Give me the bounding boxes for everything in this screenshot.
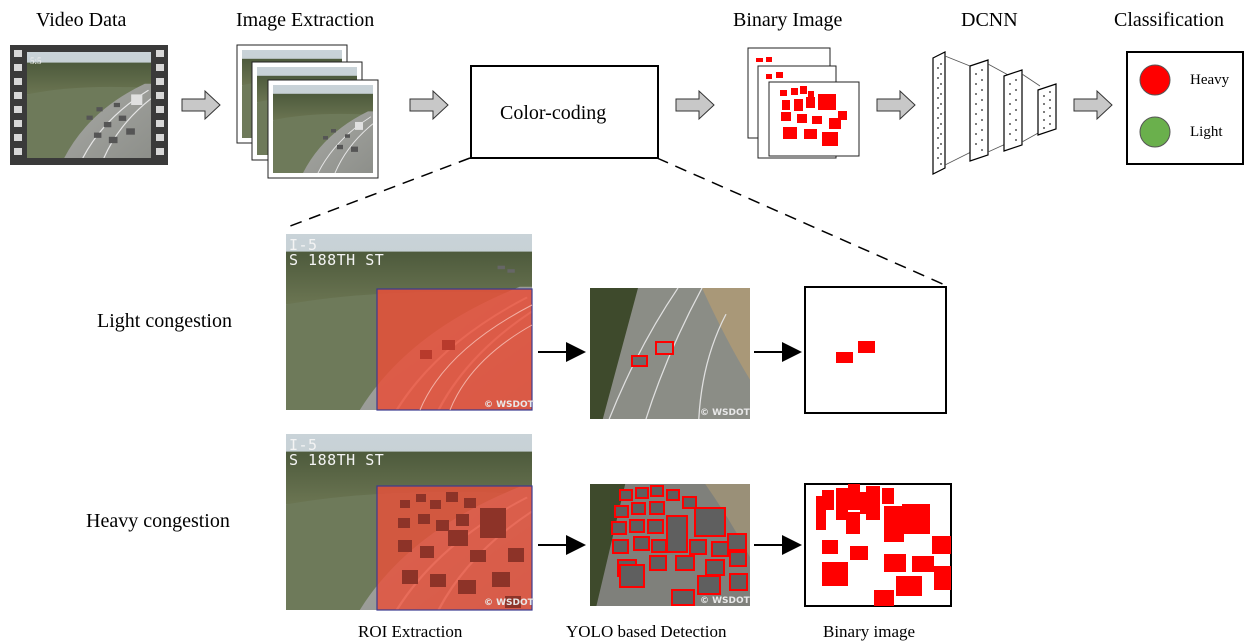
yolo-detection-label: YOLO based Detection	[566, 622, 727, 641]
extracted-image-stack	[236, 44, 379, 179]
wsdot-watermark: © WSDOT	[484, 598, 534, 608]
camera-overlay-line1: I-5	[289, 436, 318, 454]
block-arrow-2	[409, 89, 449, 121]
video-frame-image	[27, 52, 151, 158]
wsdot-watermark: © WSDOT	[484, 400, 534, 410]
binary-image-stage-label: Binary image	[823, 622, 916, 641]
color-coding-label: Color-coding	[500, 102, 607, 124]
roi-extraction-label: ROI Extraction	[358, 622, 463, 641]
wsdot-watermark: © WSDOT	[700, 408, 750, 418]
block-arrow-3	[675, 89, 715, 121]
color-coding-box	[470, 65, 659, 159]
dcnn-neuron-dots	[937, 63, 1051, 165]
film-sprocket-holes	[14, 50, 164, 155]
heavy-indicator-circle	[1139, 64, 1171, 96]
classification-label: Classification	[1114, 9, 1224, 31]
heavy-binary-image	[804, 483, 952, 607]
camera-overlay-line2: S 188TH ST	[289, 251, 385, 269]
heavy-congestion-label: Heavy congestion	[86, 510, 230, 532]
detection-boxes	[611, 485, 748, 606]
detection-box	[631, 355, 648, 367]
classification-panel	[1126, 51, 1244, 165]
camera-overlay-line2: S 188TH ST	[289, 451, 385, 469]
binary-blobs	[816, 484, 951, 606]
heavy-class-label: Heavy	[1190, 72, 1230, 88]
light-roi-image	[286, 234, 533, 411]
wsdot-watermark: © WSDOT	[700, 596, 750, 606]
heavy-yolo-image	[590, 484, 750, 606]
zoom-line-left	[284, 157, 471, 229]
video-data-label: Video Data	[36, 9, 127, 31]
detection-box	[655, 341, 674, 355]
video-frame-text: 5:5	[30, 56, 42, 66]
extracted-frame-image	[273, 85, 373, 173]
zoom-line-right	[656, 157, 946, 286]
light-binary-image	[804, 286, 947, 414]
light-congestion-label: Light congestion	[97, 310, 232, 332]
heavy-roi-image	[286, 434, 533, 611]
light-yolo-image	[590, 288, 750, 419]
roi-vehicles	[398, 492, 524, 608]
binary-image-blobs	[780, 86, 847, 146]
binary-image-label: Binary Image	[733, 9, 843, 31]
binary-image-stack	[747, 47, 860, 159]
video-film-strip: 5:5	[10, 45, 168, 165]
binary-blob	[858, 341, 875, 353]
light-indicator-circle	[1139, 116, 1171, 148]
binary-blob	[836, 352, 853, 363]
dcnn-label: DCNN	[961, 9, 1018, 31]
block-arrow-4	[876, 89, 916, 121]
image-extraction-label: Image Extraction	[236, 9, 375, 31]
dcnn-network	[932, 51, 1057, 175]
camera-overlay-line1: I-5	[289, 236, 318, 254]
block-arrow-1	[181, 89, 221, 121]
light-class-label: Light	[1190, 124, 1223, 140]
block-arrow-5	[1073, 89, 1113, 121]
